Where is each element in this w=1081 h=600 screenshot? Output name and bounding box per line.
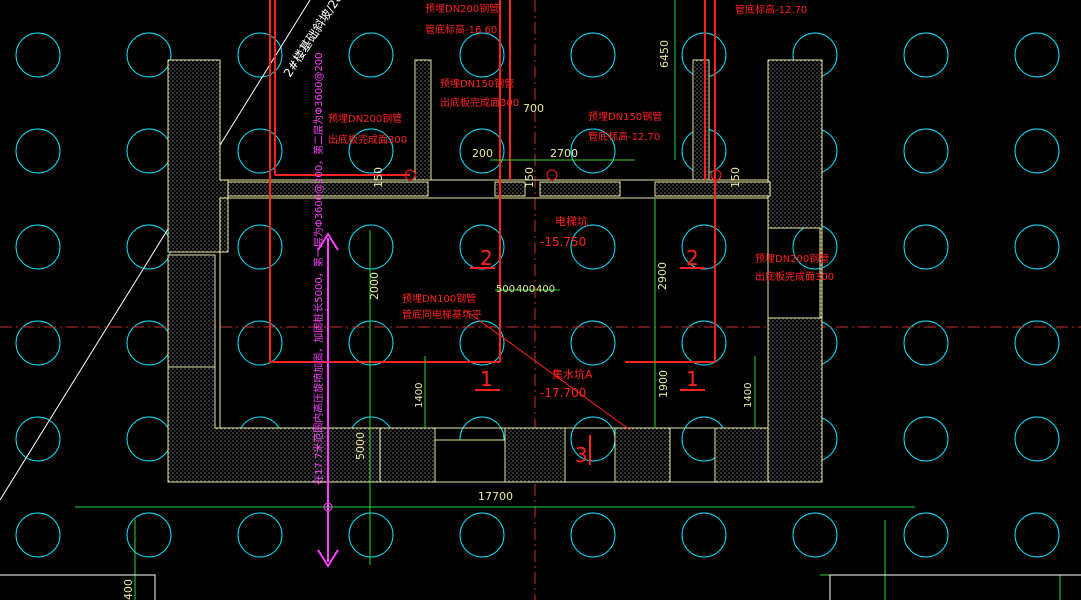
pile-circle <box>15 512 61 558</box>
pipe-dn200-left-a: 预埋DN200钢管 <box>328 112 402 125</box>
pile-circle <box>348 512 394 558</box>
dim-150-a: 150 <box>372 167 385 188</box>
dim-2000: 2000 <box>368 272 381 300</box>
pipe-dn150-label-2b: 管底标高-12.70 <box>588 130 660 143</box>
pile-circle <box>237 224 283 270</box>
section-mark-1-left: 1 <box>480 367 493 391</box>
pile-circle <box>903 512 949 558</box>
section-mark-2-left: 2 <box>480 246 493 270</box>
pipe-dn100-label-b: 管底同电梯基坑平 <box>402 308 482 321</box>
dim-1400-right: 1400 <box>743 383 754 408</box>
pile-circle <box>126 224 172 270</box>
dim-150-c: 150 <box>729 167 742 188</box>
pipe-top-label-2: 管底标高-16.60 <box>425 23 497 36</box>
elevator-pit-elevation: -15.750 <box>540 235 586 249</box>
sump-pit-elevation: -17.700 <box>540 386 586 400</box>
dim-150-b: 150 <box>523 167 536 188</box>
pipe-top-label-1: 预埋DN200钢管 <box>425 2 499 15</box>
pile-circle <box>903 224 949 270</box>
dim-500: 500 <box>496 284 515 295</box>
wall-outlines <box>214 179 820 483</box>
pile-circle <box>459 32 505 78</box>
pile-circle <box>237 128 283 174</box>
pile-circle <box>792 512 838 558</box>
elevator-pit-label: 电梯坑 <box>555 214 588 228</box>
pile-circle <box>15 224 61 270</box>
pile-circle <box>1014 320 1060 366</box>
reinforcement-note: 在17.7米范围内高压旋喷加固，加固桩长5000，第一层为Φ3600@200，第… <box>312 52 325 485</box>
pile-circle <box>1014 224 1060 270</box>
pipe-dn200-right-b: 出底板完成面300 <box>755 270 834 283</box>
pile-circle <box>237 320 283 366</box>
pile-circle <box>1014 128 1060 174</box>
pile-circle <box>570 32 616 78</box>
pile-circle <box>570 224 616 270</box>
pile-circle <box>126 32 172 78</box>
pile-circle <box>126 320 172 366</box>
pile-circle <box>459 512 505 558</box>
pile-circle <box>1014 32 1060 78</box>
dim-400-bottom-left: 400 <box>122 579 135 600</box>
sump-pit-label: 集水坑A <box>552 367 593 381</box>
section-bars <box>470 267 705 465</box>
slope-line <box>0 0 311 501</box>
pile-circle <box>681 512 727 558</box>
dim-400-a: 400 <box>516 284 535 295</box>
pile-circle <box>237 512 283 558</box>
dim-17700: 17700 <box>478 490 513 503</box>
dim-400-b: 400 <box>536 284 555 295</box>
pipe-dn150-label-2a: 预埋DN150钢管 <box>588 110 662 123</box>
pile-circle <box>126 128 172 174</box>
pile-circle <box>1014 512 1060 558</box>
pile-circle <box>348 32 394 78</box>
pipes <box>269 0 722 431</box>
pile-circle <box>570 512 616 558</box>
dim-5000: 5000 <box>354 432 367 460</box>
pile-circle <box>126 512 172 558</box>
pile-circle <box>348 320 394 366</box>
pipe-dn150-label-1b: 出底板完成面300 <box>440 96 519 109</box>
dim-200: 200 <box>472 147 493 160</box>
pile-circle <box>15 32 61 78</box>
pile-circle <box>459 128 505 174</box>
section-mark-3: 3 <box>575 443 588 467</box>
dim-1900: 1900 <box>657 370 670 398</box>
pile-circle <box>237 32 283 78</box>
bottom-outlines <box>0 574 1081 600</box>
pile-circle <box>15 320 61 366</box>
pile-circle <box>459 320 505 366</box>
pipe-top-right-label: 管底标高-12.70 <box>735 3 807 16</box>
dim-2700: 2700 <box>550 147 578 160</box>
pile-circle <box>903 320 949 366</box>
pile-circle <box>126 416 172 462</box>
pipe-dn150-label-1a: 预埋DN150钢管 <box>440 77 514 90</box>
dim-2900: 2900 <box>656 262 669 290</box>
foundation-hatch <box>167 59 823 483</box>
reinforcement-arrow <box>317 232 339 568</box>
section-mark-1-right: 1 <box>686 367 699 391</box>
pile-circle <box>15 128 61 174</box>
pile-circle <box>570 320 616 366</box>
dim-700: 700 <box>523 102 544 115</box>
pile-circle <box>348 224 394 270</box>
pile-circle <box>348 128 394 174</box>
pile-circle <box>15 416 61 462</box>
pipe-dn100-label-a: 预埋DN100钢管 <box>402 292 476 305</box>
dimension-lines <box>75 0 1081 600</box>
dim-6450: 6450 <box>658 40 671 68</box>
pile-circle <box>903 416 949 462</box>
dim-1400-left: 1400 <box>414 383 425 408</box>
pile-circle <box>1014 416 1060 462</box>
pipe-dn200-left-b: 出底板完成面300 <box>328 133 407 146</box>
pipe-dn200-right-a: 预埋DN200钢管 <box>755 252 829 265</box>
pile-circle <box>903 128 949 174</box>
pile-circle <box>903 32 949 78</box>
section-mark-2-right: 2 <box>686 246 699 270</box>
pile-circle <box>570 128 616 174</box>
pile-circle <box>681 320 727 366</box>
